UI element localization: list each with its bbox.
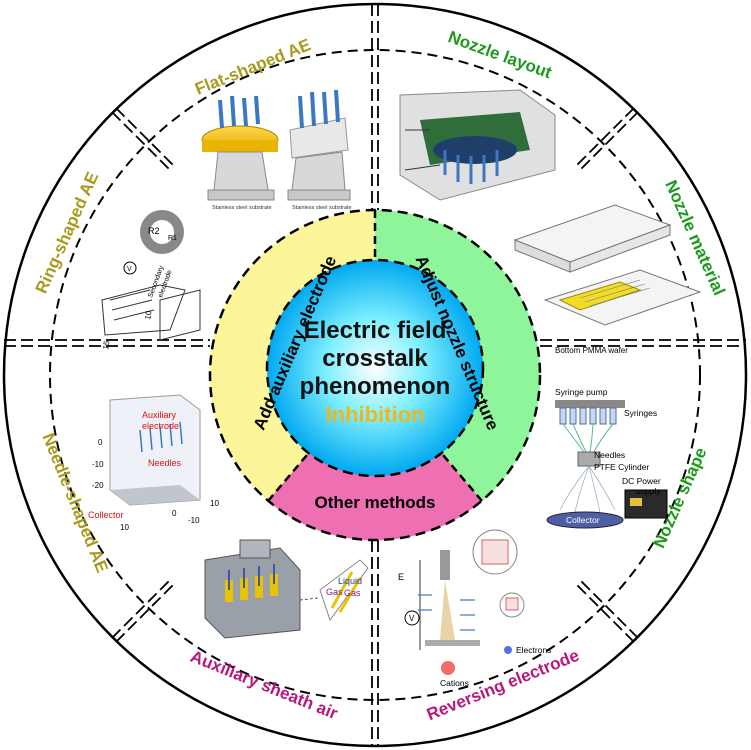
- svg-text:Bottom PMMA wafer: Bottom PMMA wafer: [555, 346, 628, 355]
- center-line-2: crosstalk: [322, 345, 428, 372]
- figure-nozzle-material: Bottom PMMA wafer: [513, 204, 702, 355]
- svg-text:-20: -20: [92, 481, 104, 490]
- separator: [442, 454, 483, 502]
- figure-flat-shaped-ae: Stainless steel substrate Stainless stee…: [201, 89, 352, 211]
- svg-text:Liquid: Liquid: [338, 576, 362, 586]
- svg-text:supply: supply: [636, 486, 661, 496]
- svg-text:Stainless steel substrate: Stainless steel substrate: [212, 205, 272, 211]
- center-line-1: Electric field: [304, 317, 447, 344]
- svg-text:V: V: [127, 266, 132, 273]
- svg-text:E: E: [398, 572, 404, 582]
- svg-text:R2: R2: [148, 226, 160, 236]
- svg-text:0: 0: [172, 509, 177, 518]
- svg-text:15: 15: [101, 339, 112, 350]
- svg-text:DC Power: DC Power: [622, 476, 661, 486]
- svg-text:10: 10: [210, 499, 219, 508]
- figure-nozzle-layout: [399, 89, 556, 201]
- center-circle: [265, 258, 485, 478]
- svg-text:Syringes: Syringes: [624, 408, 657, 418]
- svg-text:Syringe pump: Syringe pump: [555, 387, 608, 397]
- figure-auxiliary-sheath-air: Liquid Gas Gas: [204, 539, 369, 639]
- svg-text:10: 10: [143, 309, 154, 320]
- double-dividers: [4, 4, 746, 746]
- svg-text:electrode: electrode: [142, 421, 179, 431]
- svg-text:-10: -10: [92, 460, 104, 469]
- svg-text:Gas: Gas: [326, 587, 343, 597]
- svg-text:PTFE Cylinder: PTFE Cylinder: [594, 462, 649, 472]
- svg-text:Collector: Collector: [88, 510, 124, 520]
- svg-text:10: 10: [120, 523, 129, 532]
- center-line-4: Inhibition: [326, 402, 425, 427]
- svg-text:Auxiliary: Auxiliary: [142, 410, 177, 420]
- figure-reversing-electrode: E V Cations Electrons: [398, 529, 551, 688]
- svg-text:Needles: Needles: [594, 450, 625, 460]
- svg-text:0: 0: [98, 438, 103, 447]
- center-line-3: phenomenon: [300, 373, 451, 400]
- middle-ring: [49, 49, 701, 701]
- svg-text:R1: R1: [168, 235, 177, 242]
- figure-nozzle-shape: Syringe pump Syringes Needles PTFE Cylin…: [546, 387, 668, 529]
- category-bottom-label: Other methods: [315, 493, 436, 512]
- svg-text:-10: -10: [188, 516, 200, 525]
- svg-text:Stainless steel substrate: Stainless steel substrate: [292, 205, 352, 211]
- separator: [267, 454, 308, 502]
- figure-needle-shaped-ae: Auxiliary electrode Needles Collector 0 …: [88, 394, 219, 532]
- svg-text:Cations: Cations: [440, 678, 469, 688]
- svg-text:Gas: Gas: [344, 588, 361, 598]
- svg-text:Collector: Collector: [566, 515, 600, 525]
- svg-text:Electrons: Electrons: [516, 645, 551, 655]
- svg-text:Needles: Needles: [148, 458, 182, 468]
- svg-text:V: V: [409, 614, 415, 623]
